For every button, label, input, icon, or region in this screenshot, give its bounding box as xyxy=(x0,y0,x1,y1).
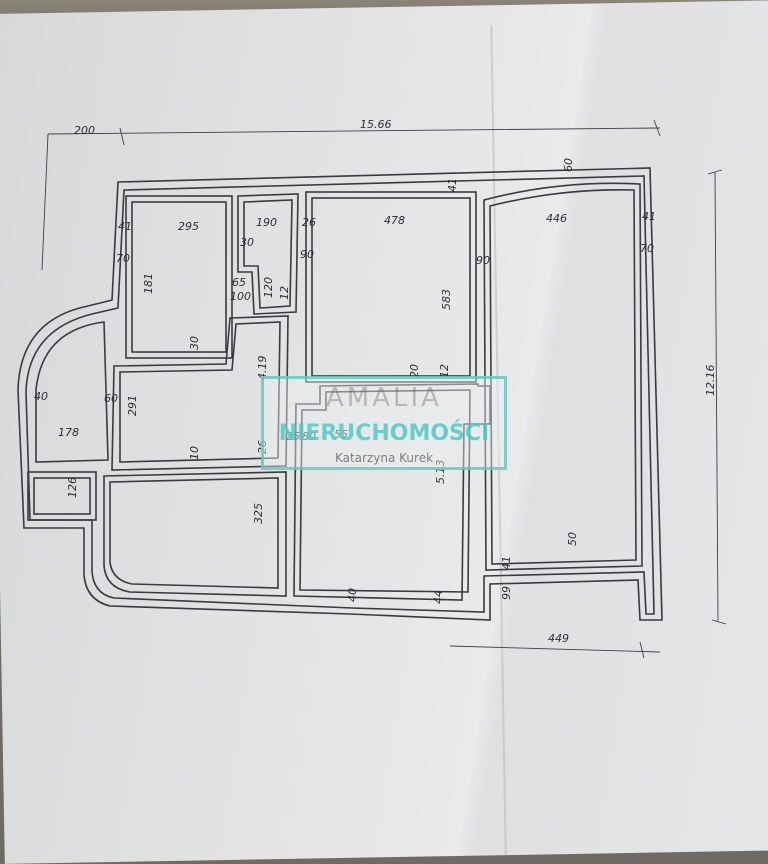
right-dimension-line xyxy=(714,171,719,623)
dim-41b: 41 xyxy=(500,556,513,570)
dim-top-left: 200 xyxy=(74,124,95,137)
watermark-box: AMALIA NIERUCHOMOŚCI Katarzyna Kurek xyxy=(261,376,507,470)
dim-40a: 40 xyxy=(34,390,48,403)
room-3 xyxy=(305,191,477,383)
dim-30b: 30 xyxy=(188,336,201,350)
tick xyxy=(653,119,661,137)
dim-90a: 90 xyxy=(300,248,314,261)
dim-r3-width: 478 xyxy=(384,214,405,227)
room-4-inner xyxy=(489,189,637,565)
dim-r3-wall: 41 xyxy=(446,178,459,192)
tick xyxy=(639,641,645,659)
dim-wall70-b: 70 xyxy=(640,242,654,255)
watermark-sub: Katarzyna Kurek xyxy=(334,451,434,465)
dim-top-total: 15.66 xyxy=(360,118,392,131)
room-5 xyxy=(103,471,287,597)
outer-wall-inner xyxy=(25,175,655,615)
dim-12a: 12 xyxy=(278,286,291,300)
room-4 xyxy=(483,182,643,571)
dim-20: 20 xyxy=(408,364,421,378)
dim-r3-height: 583 xyxy=(440,289,453,310)
watermark-main: NIERUCHOMOŚCI xyxy=(278,421,490,446)
dim-25a: 25 xyxy=(286,430,300,443)
dim-10: 10 xyxy=(188,446,201,460)
dim-40b: 40 xyxy=(346,588,359,602)
dim-bottom-right: 449 xyxy=(548,632,569,645)
watermark-top: AMALIA xyxy=(326,383,442,413)
room-5-inner xyxy=(109,477,279,589)
room-1 xyxy=(125,195,233,359)
dim-r1-height: 181 xyxy=(142,273,155,294)
left-dimension-line xyxy=(41,133,49,271)
dim-100: 100 xyxy=(230,290,251,303)
hall-inner xyxy=(119,321,281,463)
room-1-inner xyxy=(131,201,227,353)
dim-60: 60 xyxy=(104,392,118,405)
dim-325: 325 xyxy=(252,503,265,524)
dim-291: 291 xyxy=(126,395,139,416)
dim-55: 55 xyxy=(334,428,348,441)
hall xyxy=(111,315,289,471)
dim-65: 65 xyxy=(232,276,246,289)
room-6-inner xyxy=(299,389,471,593)
dim-r2-width: 190 xyxy=(256,216,277,229)
dim-126: 126 xyxy=(66,477,79,498)
room-2-inner xyxy=(243,199,293,309)
small-room-inner xyxy=(33,477,91,515)
bottom-dimension-line xyxy=(449,645,661,653)
dim-44: 44 xyxy=(432,590,445,604)
dim-120: 120 xyxy=(262,277,275,298)
tick xyxy=(119,127,125,146)
dim-50: 50 xyxy=(566,532,579,546)
room-2 xyxy=(237,193,299,315)
dim-r4-wall-right: 41 xyxy=(642,210,656,223)
dim-top-wall: 60 xyxy=(562,158,575,172)
dim-r1-width: 295 xyxy=(178,220,199,233)
outer-wall xyxy=(17,167,663,621)
dim-178: 178 xyxy=(58,426,79,439)
dim-12b: 12 xyxy=(438,364,451,378)
tick xyxy=(711,619,727,625)
dim-419: 4.19 xyxy=(256,356,269,381)
dim-right-height: 12.16 xyxy=(704,365,717,397)
dim-30: 30 xyxy=(240,236,254,249)
dim-r1-wall: 41 xyxy=(118,220,132,233)
dim-90b: 90 xyxy=(476,254,490,267)
tick xyxy=(707,169,723,175)
dim-513: 5.13 xyxy=(434,460,447,485)
dim-80: 80 xyxy=(302,430,316,443)
top-dimension-line xyxy=(47,127,661,135)
dim-r2-wall: 26 xyxy=(302,216,316,229)
dim-wall70-a: 70 xyxy=(116,252,130,265)
dim-r4-width: 446 xyxy=(546,212,567,225)
room-6 xyxy=(293,383,491,601)
dim-99: 99 xyxy=(500,586,513,600)
small-room xyxy=(27,471,97,521)
bay-room xyxy=(35,321,109,463)
